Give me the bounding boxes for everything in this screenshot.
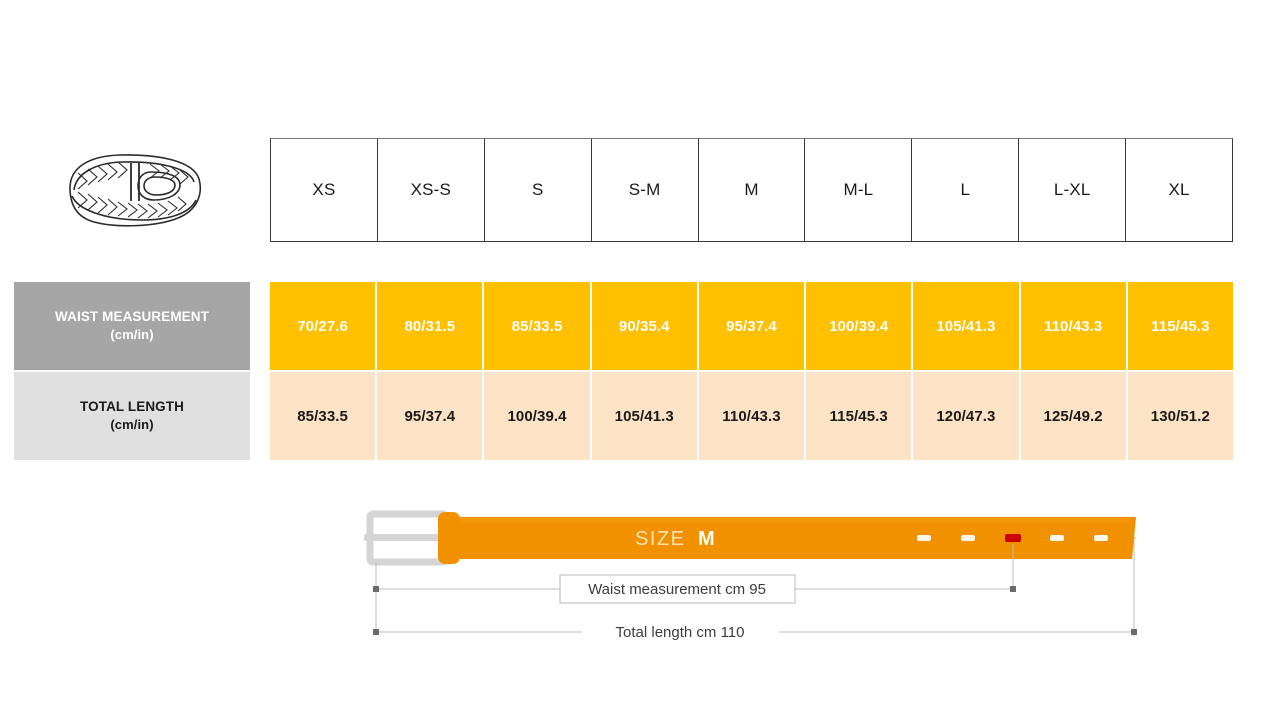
waist-measurement-label: WAIST MEASUREMENT (cm/in) bbox=[14, 282, 250, 370]
belt-hole bbox=[961, 535, 975, 541]
size-header-cell: S-M bbox=[592, 139, 699, 241]
total-length-value-cell: 130/51.2 bbox=[1127, 372, 1233, 460]
size-header-cell: XL bbox=[1168, 180, 1190, 199]
waist-value-cell: 85/33.5 bbox=[484, 282, 590, 370]
waist-label-text: WAIST MEASUREMENT bbox=[55, 309, 209, 325]
total-length-value-cell: 105/41.3 bbox=[591, 372, 697, 460]
belt-size-label: SIZE bbox=[635, 528, 685, 550]
dimension-guides bbox=[375, 540, 1135, 636]
waist-measurement-row: WAIST MEASUREMENT (cm/in) 70/27.6 80/31.… bbox=[14, 282, 1233, 370]
size-header-cell: XS-S bbox=[378, 139, 485, 241]
size-header-cell: S bbox=[485, 139, 592, 241]
belt-holes bbox=[917, 534, 1108, 542]
size-header-cell: M-L bbox=[805, 139, 913, 241]
total-length-value-cell: 85/33.5 bbox=[270, 372, 376, 460]
total-length-value-cells: 85/33.5 95/37.4 100/39.4 105/41.3 110/43… bbox=[270, 372, 1233, 460]
waist-value-cell: 105/41.3 bbox=[913, 282, 1019, 370]
total-length-value-cell: 100/39.4 bbox=[484, 372, 590, 460]
total-length-value-cell: 95/37.4 bbox=[377, 372, 483, 460]
size-header-table: XS XS-S S S-M M M-L L L-XL XL bbox=[270, 138, 1233, 242]
waist-dimension-line: Waist measurement cm 95 bbox=[373, 574, 1016, 604]
total-length-value-cell: 125/49.2 bbox=[1020, 372, 1126, 460]
waist-value-cell: 110/43.3 bbox=[1020, 282, 1126, 370]
belt-hole bbox=[1094, 535, 1108, 541]
waist-value-cell: 100/39.4 bbox=[806, 282, 912, 370]
waist-value-cell: 70/27.6 bbox=[270, 282, 376, 370]
waist-value-cell: 90/35.4 bbox=[591, 282, 697, 370]
size-header-cell: L-XL bbox=[1019, 139, 1127, 241]
belt-size-value: M bbox=[698, 528, 715, 550]
size-header-cell: M bbox=[699, 139, 806, 241]
total-length-label-unit: (cm/in) bbox=[110, 417, 154, 433]
waist-value-cells: 70/27.6 80/31.5 85/33.5 90/35.4 95/37.4 … bbox=[270, 282, 1233, 370]
waist-value-cell: 80/31.5 bbox=[377, 282, 483, 370]
waist-value-cell: 115/45.3 bbox=[1127, 282, 1233, 370]
product-illustration bbox=[58, 146, 208, 236]
total-length-label-text: TOTAL LENGTH bbox=[80, 399, 184, 415]
belt-hole bbox=[917, 535, 931, 541]
total-length-label: TOTAL LENGTH (cm/in) bbox=[14, 372, 250, 460]
size-header-cell: XS bbox=[271, 139, 378, 241]
size-header-cell: L bbox=[912, 139, 1020, 241]
belt-strap bbox=[438, 517, 1136, 559]
total-length-dimension-line: Total length cm 110 bbox=[373, 620, 1137, 644]
waist-label-unit: (cm/in) bbox=[110, 327, 154, 343]
waist-dimension-text: Waist measurement cm 95 bbox=[588, 581, 766, 598]
belt-hole bbox=[1050, 535, 1064, 541]
total-length-value-cell: 120/47.3 bbox=[913, 372, 1019, 460]
belt-hole-highlighted bbox=[1005, 534, 1021, 542]
belt-measurement-diagram: SIZE M Waist measurement cm 95 bbox=[350, 500, 1160, 650]
belt-keeper-loop bbox=[438, 512, 460, 564]
total-length-row: TOTAL LENGTH (cm/in) 85/33.5 95/37.4 100… bbox=[14, 372, 1233, 460]
total-length-value-cell: 115/45.3 bbox=[806, 372, 912, 460]
total-length-value-cell: 110/43.3 bbox=[698, 372, 805, 460]
total-length-dimension-text: Total length cm 110 bbox=[616, 624, 745, 641]
waist-value-cell: 95/37.4 bbox=[698, 282, 805, 370]
